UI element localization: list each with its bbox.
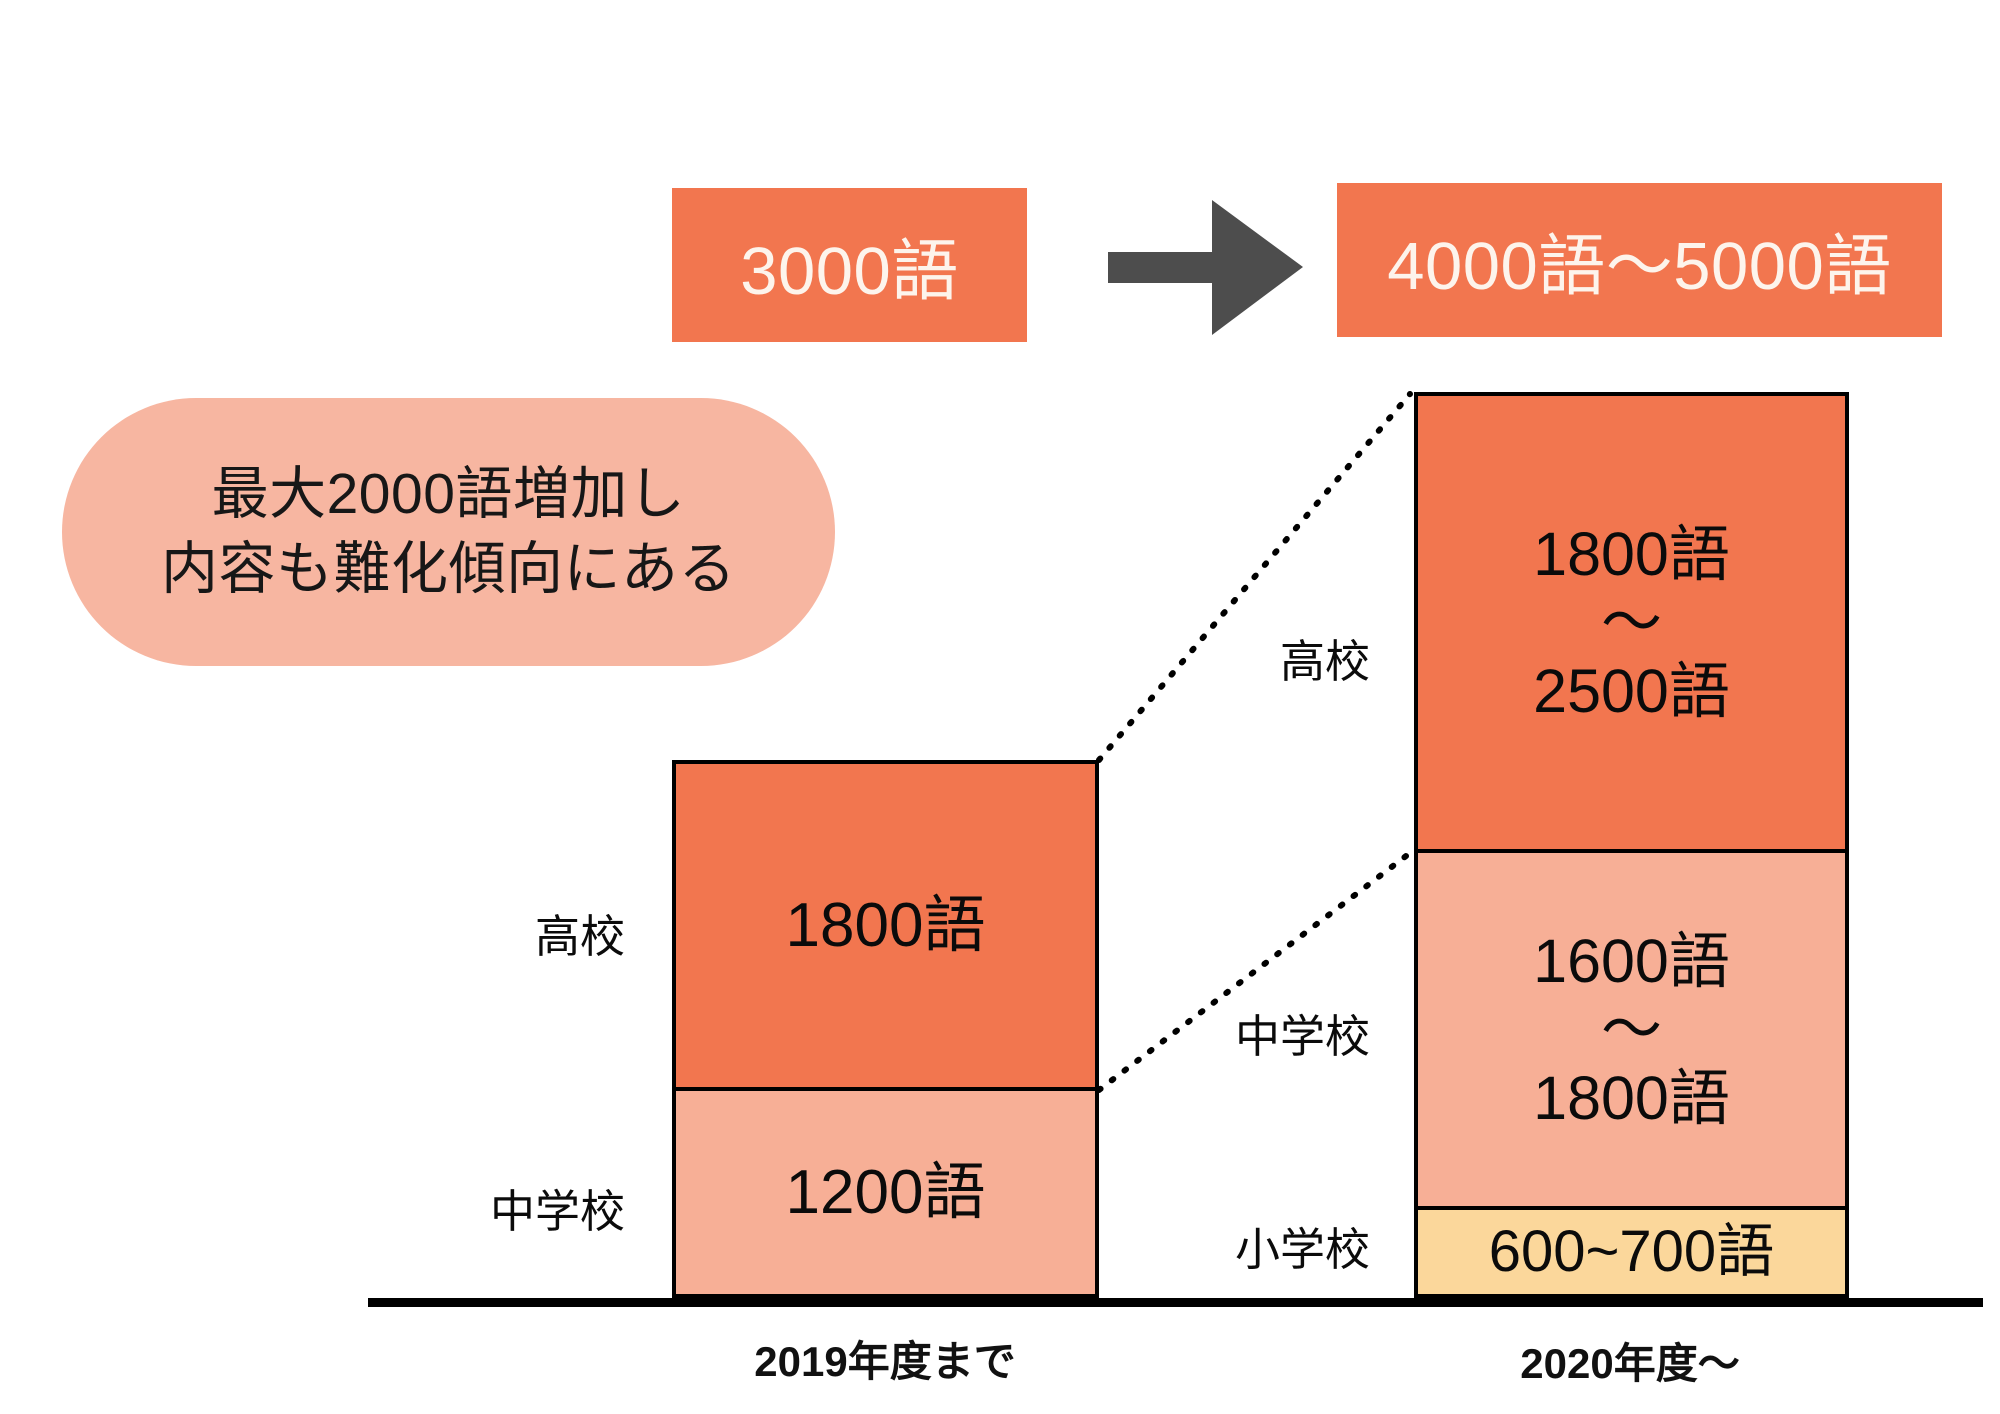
bar-2020: 1800語 ～ 2500語 1600語 ～ 1800語 600~700語	[1414, 392, 1849, 1298]
segment-range-tilde: ～	[1600, 995, 1662, 1064]
segment-range-tilde: ～	[1600, 588, 1662, 657]
bar-segment-elementary-2020: 600~700語	[1414, 1206, 1849, 1298]
segment-value-max: 2500語	[1533, 656, 1730, 725]
segment-value: 1800語	[785, 890, 986, 960]
axis-label-2020: 2020年度～	[1520, 1340, 1740, 1387]
total-after-banner: 4000語～5000語	[1337, 183, 1942, 337]
segment-value-max: 1800語	[1533, 1063, 1730, 1132]
segment-value: 600~700語	[1488, 1218, 1775, 1284]
bar-segment-high-school-2020: 1800語 ～ 2500語	[1414, 392, 1849, 853]
total-after-label: 4000語～5000語	[1387, 228, 1892, 304]
category-label-elementary-2020: 小学校	[1234, 1224, 1370, 1275]
increase-callout: 最大2000語増加し 内容も難化傾向にある	[62, 398, 835, 666]
callout-line-2: 内容も難化傾向にある	[161, 537, 736, 601]
segment-value: 1200語	[785, 1157, 986, 1227]
total-before-banner: 3000語	[672, 188, 1027, 342]
category-label-junior-high-2020: 中学校	[1234, 1011, 1370, 1062]
bar-segment-high-school-2019: 1800語	[672, 760, 1099, 1091]
category-label-high-school-2020: 高校	[1279, 636, 1370, 687]
category-label-high-school-2019: 高校	[534, 911, 625, 962]
axis-baseline	[368, 1298, 1983, 1307]
segment-value-min: 1600語	[1533, 927, 1730, 996]
bar-segment-junior-high-2020: 1600語 ～ 1800語	[1414, 849, 1849, 1210]
axis-label-2019: 2019年度まで	[754, 1338, 1016, 1385]
bar-segment-junior-high-2019: 1200語	[672, 1087, 1099, 1298]
callout-line-1: 最大2000語増加し	[211, 461, 686, 526]
category-label-junior-high-2019: 中学校	[489, 1186, 625, 1237]
segment-value-min: 1800語	[1533, 520, 1730, 589]
total-before-label: 3000語	[740, 233, 959, 309]
right-arrow-icon	[1108, 200, 1303, 335]
bar-2019: 1800語 1200語	[672, 760, 1099, 1298]
